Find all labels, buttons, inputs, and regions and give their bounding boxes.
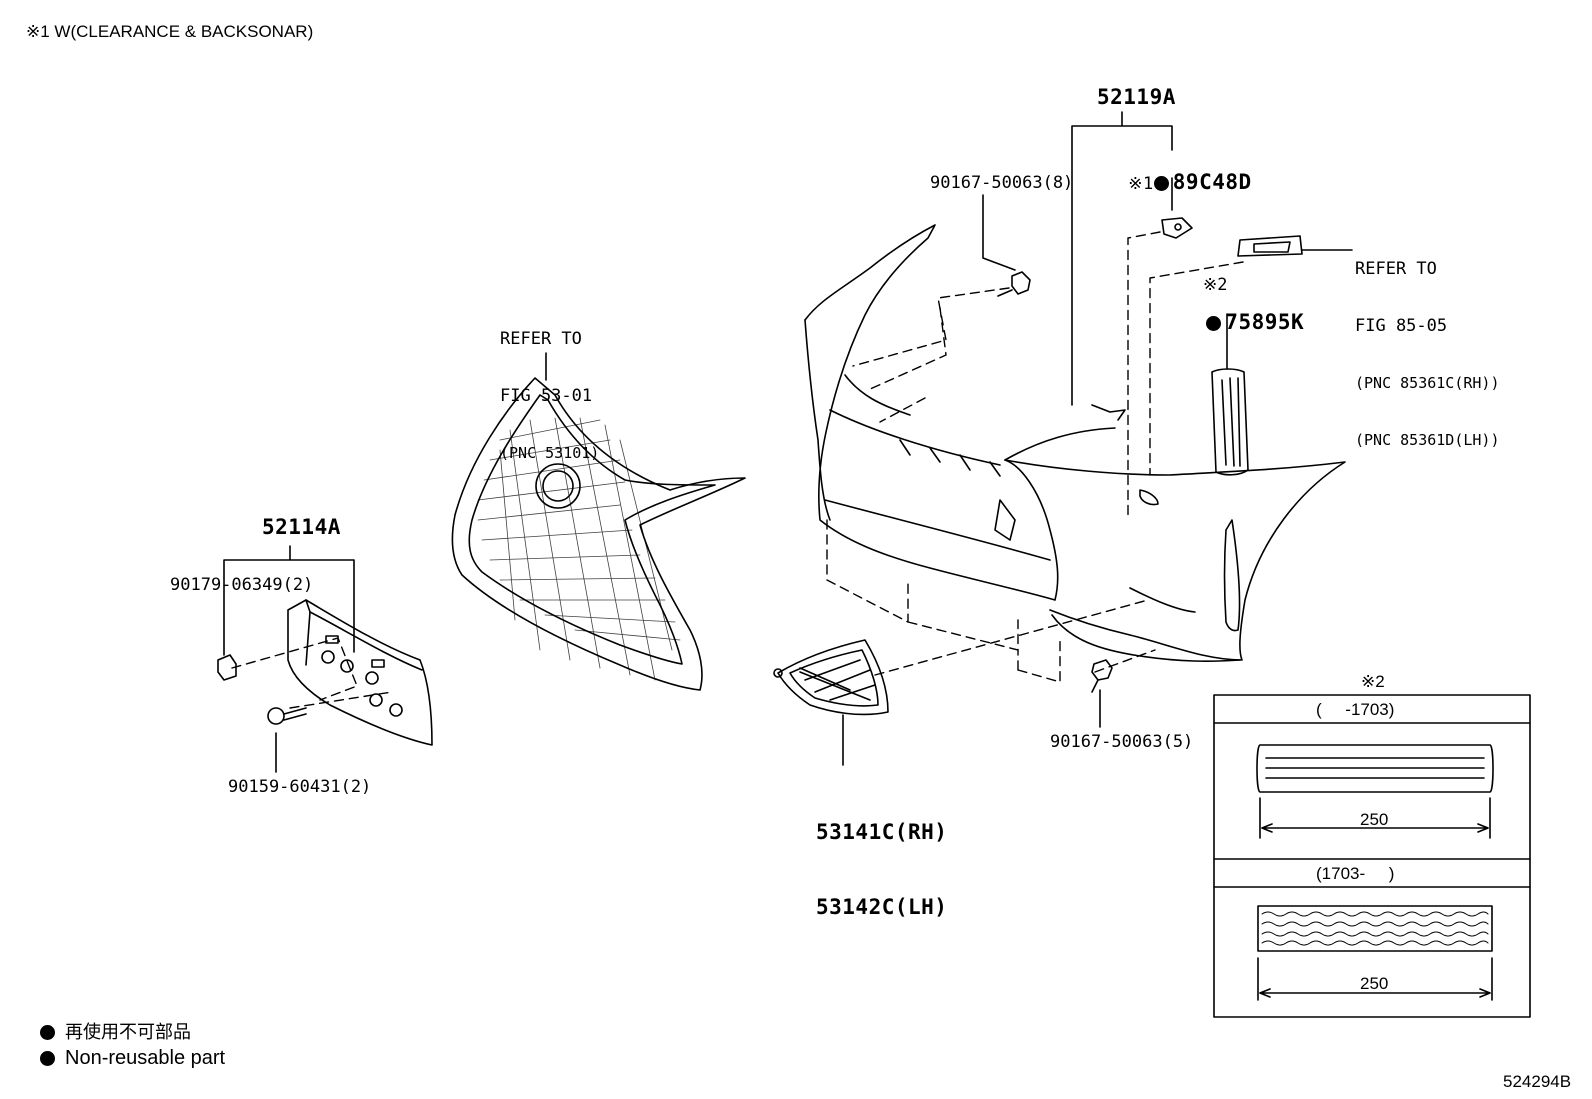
detail-box-frame: [1213, 694, 1531, 1018]
detail-mark: ※2: [1361, 672, 1385, 691]
detail-tape-new-drawing: [1257, 905, 1493, 1001]
legend-text-en: Non-reusable part: [65, 1047, 226, 1069]
retainer-89C48D-drawing: [1161, 217, 1193, 239]
reflector-85361-drawing: [1237, 235, 1303, 257]
screw-90167-8-drawing: [997, 271, 1031, 297]
refer-53-01-line-2: FIG 53-01: [500, 386, 593, 406]
label-52114A: 52114A: [262, 515, 341, 539]
non-reusable-dot-icon: [1153, 176, 1169, 191]
label-53142C: 53142C(LH): [816, 895, 948, 919]
legend-row-ja: 再使用不可部品: [40, 1020, 191, 1045]
mark-note-1: ※1: [1128, 174, 1154, 194]
filled-circle-icon: [40, 1025, 55, 1040]
legend-text-ja: 再使用不可部品: [65, 1022, 191, 1043]
detail-bottom-period: (1703- ): [1316, 864, 1395, 883]
label-53141C-53142C: 53141C(RH) 53142C(LH): [816, 770, 947, 945]
refer-53-01-line-3: (PNC 53101): [500, 444, 600, 462]
label-75895K: 75895K: [1180, 294, 1305, 334]
screw-90159-drawing: [267, 707, 307, 725]
refer-fig-53-01: REFER TO FIG 53-01 (PNC 53101): [500, 292, 599, 482]
grille-drawing: [451, 377, 746, 691]
label-52119A: 52119A: [1097, 85, 1176, 109]
header-note: ※1 W(CLEARANCE & BACKSONAR): [26, 22, 314, 41]
label-75895K-text: 75895K: [1225, 310, 1305, 334]
bumper-cover-drawing: [804, 224, 1346, 662]
tape-75895K-drawing: [1211, 368, 1249, 476]
license-bracket-drawing: [287, 599, 433, 746]
label-53141C: 53141C(RH): [816, 820, 948, 844]
detail-top-dim: 250: [1360, 810, 1389, 829]
non-reusable-dot-icon: [1206, 316, 1222, 331]
detail-top-period: ( -1703): [1316, 700, 1395, 719]
label-90179-06349: 90179-06349(2): [170, 575, 314, 595]
filled-circle-icon: [40, 1051, 55, 1066]
refer-85-05-line-3: (PNC 85361C(RH)): [1355, 374, 1500, 392]
fog-cover-drawing: [773, 639, 889, 716]
label-89C48D: ※1 89C48D: [1102, 154, 1252, 194]
refer-85-05-line-1: REFER TO: [1355, 259, 1437, 279]
detail-tape-old-drawing: [1256, 744, 1494, 839]
detail-bottom-dim: 250: [1360, 974, 1389, 993]
label-90167-50063-8: 90167-50063(8): [930, 173, 1074, 193]
label-90167-50063-5: 90167-50063(5): [1050, 732, 1194, 752]
refer-53-01-line-1: REFER TO: [500, 329, 582, 349]
leader-lines: [223, 111, 1353, 773]
screw-90167-5-drawing: [1091, 659, 1113, 693]
clip-90179-drawing: [217, 654, 237, 681]
label-90159-60431: 90159-60431(2): [228, 777, 372, 797]
refer-fig-85-05: REFER TO FIG 85-05 (PNC 85361C(RH)) (PNC…: [1355, 222, 1500, 469]
refer-85-05-line-4: (PNC 85361D(LH)): [1355, 431, 1500, 449]
figure-id: 524294B: [1503, 1072, 1572, 1091]
refer-85-05-line-2: FIG 85-05: [1355, 316, 1448, 336]
label-89C48D-text: 89C48D: [1172, 170, 1252, 194]
grille-mesh-pattern: [477, 417, 681, 681]
mark-note-2: ※2: [1203, 275, 1228, 295]
dashed-assembly-lines: [231, 231, 1244, 709]
legend-row-en: Non-reusable part: [40, 1046, 225, 1070]
